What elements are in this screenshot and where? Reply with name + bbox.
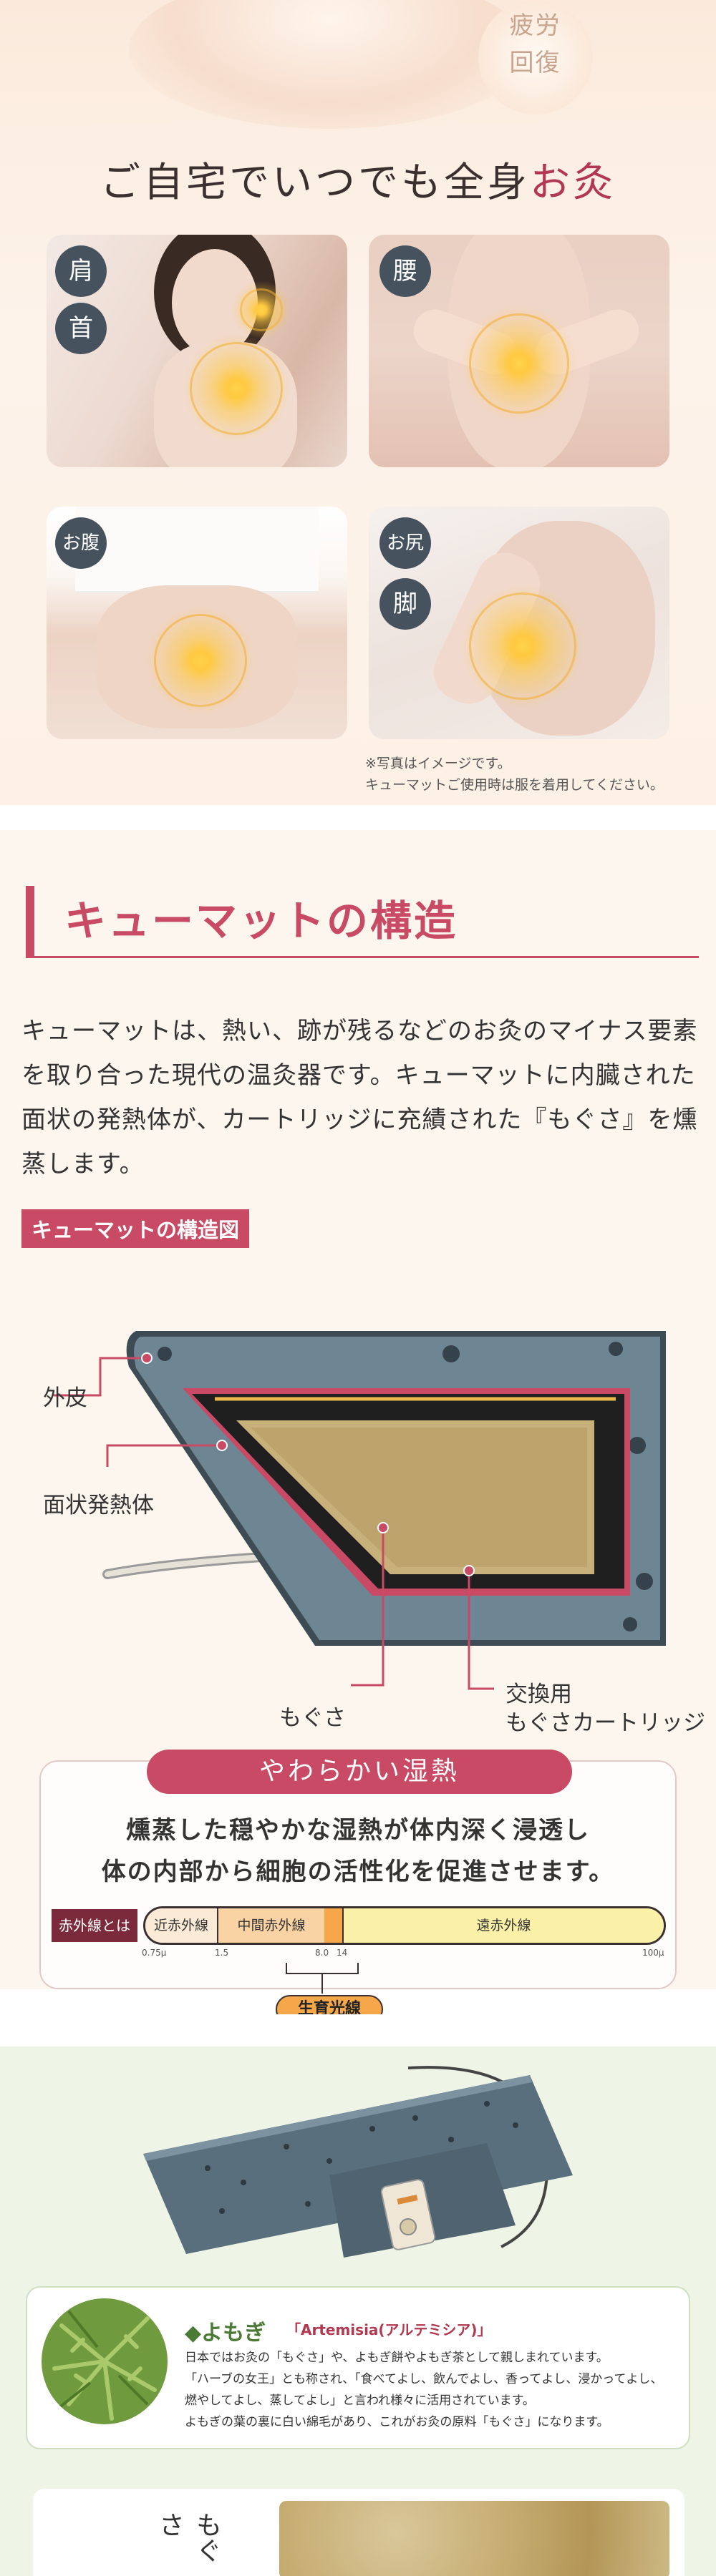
yomogi-line: 日本ではお灸の「もぐさ」や、よもぎ餅やよもぎ茶として親しまれています。 (185, 2351, 609, 2365)
label-moxa: もぐさ (279, 1705, 346, 1731)
photo-hip-leg: お尻 脚 (369, 507, 669, 739)
heading-bar (26, 886, 34, 957)
ir-tick: 0.75μ (142, 1948, 167, 1958)
ir-tick: 14 (337, 1948, 348, 1958)
photo-shoulder-neck: 肩 首 (47, 235, 347, 467)
headline-text: ご自宅でいつでも全身 (100, 160, 530, 206)
yomogi-line: よもぎの葉の裏に白い綿毛があり、これがお灸の原料「もぐさ」になります。 (185, 2415, 609, 2429)
moxa-card-text: もぐさ (155, 2512, 221, 2563)
label-outer: 外皮 (43, 1385, 87, 1411)
hero-section: 疲労回復 ご自宅でいつでも全身お灸 肩 首 腰 お腹 (0, 0, 716, 805)
wet-heat-box (39, 1760, 677, 1989)
photo-belly: お腹 (47, 507, 347, 739)
wet-heat-line-2: 体の内部から細胞の活性化を促進させます。 (101, 1858, 615, 1886)
ir-tick: 1.5 (215, 1948, 229, 1958)
tag-shoulder: 肩 (55, 245, 107, 297)
note-line: ※写真はイメージです。 (365, 756, 511, 771)
tag-neck: 首 (55, 303, 107, 354)
photo-note: ※写真はイメージです。 キューマットご使用時は服を着用してください。 (365, 753, 709, 796)
wet-heat-line-1: 燻蒸した穏やかな湿熱が体内深く浸透し (126, 1816, 590, 1845)
fatigue-badge-text: 疲労回復 (509, 11, 561, 77)
yomogi-body: 日本ではお灸の「もぐさ」や、よもぎ餅やよもぎ茶として親しまれています。 「ハーブ… (185, 2347, 679, 2433)
yomogi-photo (42, 2298, 168, 2424)
yomogi-subtitle: 「Artemisia(アルテミシア)」 (286, 2321, 492, 2338)
structure-diagram (54, 1331, 666, 1690)
wet-heat-title: やわらかい湿熱 (147, 1750, 572, 1794)
page-headline: ご自宅でいつでも全身お灸 (0, 150, 716, 208)
ir-tick: 8.0 (315, 1948, 329, 1958)
ir-far: 遠赤外線 (342, 1908, 664, 1943)
moxa-photo (279, 2501, 669, 2576)
label-cartridge-1: 交換用 (505, 1682, 572, 1707)
note-line: キューマットご使用時は服を着用してください。 (365, 777, 664, 793)
structure-paragraph: キューマットは、熱い、跡が残るなどのお灸のマイナス要素を取り合った現代の温灸器で… (21, 1017, 698, 1179)
fatigue-badge (478, 0, 593, 114)
photo-waist: 腰 (369, 235, 669, 467)
hero-image (129, 0, 530, 129)
tag-leg: 脚 (379, 578, 431, 630)
tag-belly: お腹 (55, 517, 107, 569)
diagram-label: キューマットの構造図 (21, 1209, 250, 1248)
structure-heading: キューマットの構造 (64, 897, 458, 945)
ir-bracket (286, 1963, 359, 1994)
yomogi-title: ◆よもぎ (185, 2321, 266, 2346)
tag-hip: お尻 (379, 517, 431, 569)
ir-spectrum-bar: 近赤外線 中間赤外線 遠赤外線 (143, 1906, 666, 1945)
label-heater: 面状発熱体 (43, 1493, 154, 1518)
product-image (143, 2066, 573, 2258)
yomogi-line: 「ハーブの女王」とも称され、「食べてよし、飲んでよし、香ってよし、浸かってよし、 (185, 2372, 663, 2386)
label-cartridge-2: もぐさカートリッジ (505, 1710, 705, 1736)
ir-label: 赤外線とは (52, 1909, 137, 1942)
yomogi-line: 燃やしてよし、蒸してよし」と言われ様々に活用されています。 (185, 2394, 535, 2408)
tag-waist: 腰 (379, 245, 431, 297)
heading-underline (26, 956, 699, 958)
headline-accent: お灸 (530, 160, 616, 206)
ir-tick: 100μ (642, 1948, 664, 1958)
ir-mid: 中間赤外線 (217, 1908, 324, 1943)
ir-near: 近赤外線 (145, 1908, 217, 1943)
